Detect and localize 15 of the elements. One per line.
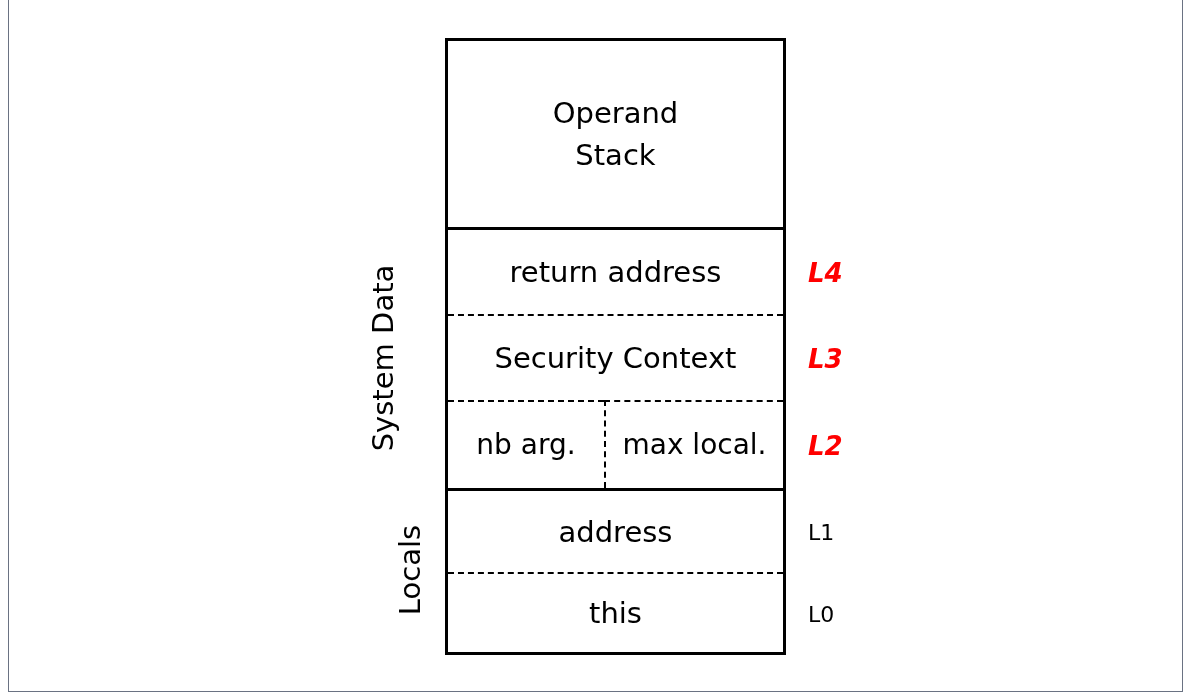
group-label: System Data	[366, 263, 400, 454]
slot-index-label: L2	[808, 429, 843, 463]
slot-label: return address	[509, 254, 722, 291]
slot-index-label: L3	[808, 342, 843, 376]
slot-label: address	[558, 513, 673, 551]
slot-index-label: L4	[808, 256, 843, 289]
slot-index-label: L1	[808, 518, 835, 547]
slot-label: max local.	[622, 427, 767, 463]
slot-index-label: L0	[808, 600, 835, 629]
slot-label: Operand Stack	[551, 95, 680, 174]
group-label: Locals	[393, 523, 427, 618]
slot-label: this	[589, 595, 642, 632]
slot-label: Security Context	[494, 340, 737, 377]
stack-slot	[604, 400, 783, 488]
slot-label: nb arg.	[476, 427, 576, 463]
